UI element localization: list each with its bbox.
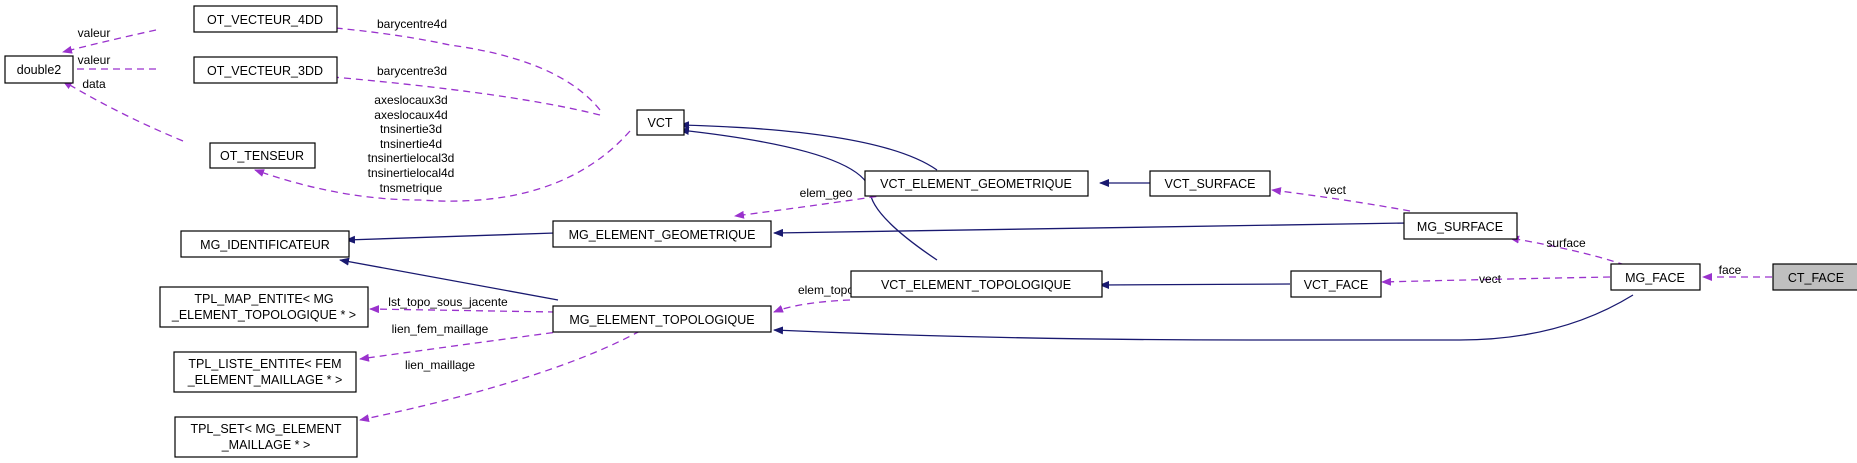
- edge-label-tenseur-line: tnsmetrique: [380, 181, 443, 195]
- node-label: _ELEMENT_MAILLAGE * >: [187, 373, 343, 387]
- edge-label-barycentre4d: barycentre4d: [377, 17, 447, 31]
- node-tpl-map-entite[interactable]: TPL_MAP_ENTITE< MG _ELEMENT_TOPOLOGIQUE *…: [159, 286, 369, 328]
- edges: [62, 20, 1772, 423]
- edge-label-tenseur-line: tnsinertie4d: [380, 137, 442, 151]
- edge-label-lien-maillage: lien_maillage: [405, 358, 475, 372]
- edge-label-vect-surface: vect: [1324, 183, 1347, 197]
- edge-data: [62, 80, 184, 142]
- node-label: OT_VECTEUR_4DD: [207, 13, 323, 27]
- node-ot-vecteur-4dd[interactable]: OT_VECTEUR_4DD: [193, 5, 338, 33]
- edge-label-elem-topo: elem_topo: [798, 283, 854, 297]
- edge-tenseur: [254, 130, 631, 202]
- node-ot-tenseur[interactable]: OT_TENSEUR: [209, 142, 316, 169]
- edge-label-data: data: [82, 77, 106, 91]
- node-vct-element-topologique[interactable]: VCT_ELEMENT_TOPOLOGIQUE: [850, 270, 1103, 298]
- node-label: CT_FACE: [1788, 271, 1844, 285]
- node-mg-element-topologique[interactable]: MG_ELEMENT_TOPOLOGIQUE: [552, 305, 772, 333]
- edge-barycentre4d: [284, 20, 601, 111]
- node-tpl-set[interactable]: TPL_SET< MG_ELEMENT _MAILLAGE * >: [174, 416, 358, 458]
- edge-lien-fem: [359, 330, 566, 362]
- node-label: _MAILLAGE * >: [221, 438, 311, 452]
- node-ot-vecteur-3dd[interactable]: OT_VECTEUR_3DD: [193, 56, 338, 84]
- edge-vect-surface: [1271, 187, 1411, 212]
- node-ct-face[interactable]: CT_FACE: [1772, 263, 1857, 291]
- edge-label-tenseur-list: axeslocaux3d axeslocaux4d tnsinertie3d t…: [368, 93, 455, 195]
- node-label: MG_ELEMENT_GEOMETRIQUE: [569, 228, 756, 242]
- edge-label-valeur-3dd: valeur: [78, 53, 111, 67]
- edge-label-tenseur-line: axeslocaux3d: [374, 93, 447, 107]
- node-label: VCT_FACE: [1304, 278, 1369, 292]
- edge-vct-elemgeo-vct: [679, 121, 938, 171]
- node-label: MG_ELEMENT_TOPOLOGIQUE: [569, 313, 754, 327]
- nodes: double2 OT_VECTEUR_4DD OT_VECTEUR_3DD OT…: [4, 5, 1857, 458]
- node-label: VCT_ELEMENT_TOPOLOGIQUE: [881, 278, 1071, 292]
- edge-label-tenseur-line: tnsinertielocal3d: [368, 151, 455, 165]
- edge-mgelemgeo-mgid: [345, 232, 556, 244]
- node-label: _ELEMENT_TOPOLOGIQUE * >: [171, 308, 356, 322]
- edge-labels: valeur valeur data barycentre4d barycent…: [78, 17, 1742, 372]
- edge-label-lst-topo: lst_topo_sous_jacente: [388, 295, 508, 309]
- edge-mgsurface-mgelemgeo: [773, 222, 1409, 237]
- node-label: OT_TENSEUR: [220, 149, 304, 163]
- node-tpl-liste-entite[interactable]: TPL_LISTE_ENTITE< FEM _ELEMENT_MAILLAGE *…: [173, 351, 357, 393]
- edge-label-face: face: [1719, 263, 1742, 277]
- node-mg-face[interactable]: MG_FACE: [1610, 263, 1701, 291]
- node-mg-element-geometrique[interactable]: MG_ELEMENT_GEOMETRIQUE: [552, 220, 772, 248]
- node-label: OT_VECTEUR_3DD: [207, 64, 323, 78]
- edge-label-vect-face: vect: [1479, 272, 1502, 286]
- edge-vect-face: [1381, 276, 1611, 286]
- edge-label-tenseur-line: tnsinertielocal4d: [368, 166, 455, 180]
- node-label: TPL_MAP_ENTITE< MG: [194, 292, 333, 306]
- edge-label-tenseur-line: axeslocaux4d: [374, 108, 447, 122]
- node-label: VCT: [648, 116, 673, 130]
- node-double2[interactable]: double2: [4, 55, 74, 84]
- edge-label-lien-fem: lien_fem_maillage: [392, 322, 489, 336]
- node-mg-identificateur[interactable]: MG_IDENTIFICATEUR: [180, 230, 350, 258]
- node-label: MG_SURFACE: [1417, 220, 1503, 234]
- edge-elem-topo: [773, 299, 851, 313]
- node-vct[interactable]: VCT: [636, 109, 685, 136]
- edge-label-valeur-4dd: valeur: [78, 26, 111, 40]
- edge-label-surface: surface: [1546, 236, 1586, 250]
- node-label: VCT_SURFACE: [1165, 177, 1256, 191]
- node-mg-surface[interactable]: MG_SURFACE: [1403, 212, 1518, 240]
- edge-mgface-mgelemtopo: [773, 294, 1634, 341]
- edge-surface: [1509, 235, 1626, 266]
- node-label: MG_FACE: [1625, 271, 1685, 285]
- edge-valeur-4dd: [62, 29, 157, 54]
- node-label: TPL_LISTE_ENTITE< FEM: [188, 357, 341, 371]
- node-vct-element-geometrique[interactable]: VCT_ELEMENT_GEOMETRIQUE: [864, 170, 1089, 197]
- edge-vctface-vctelemtopo: [1099, 280, 1291, 289]
- edge-label-tenseur-line: tnsinertie3d: [380, 122, 442, 136]
- node-label: double2: [17, 63, 62, 77]
- edge-label-elem-geo: elem_geo: [800, 186, 853, 200]
- node-vct-face[interactable]: VCT_FACE: [1290, 270, 1382, 298]
- edge-label-barycentre3d: barycentre3d: [377, 64, 447, 78]
- node-label: VCT_ELEMENT_GEOMETRIQUE: [880, 177, 1072, 191]
- edge-lien-maillage: [359, 330, 641, 423]
- edge-mgelemtopo-mgid: [339, 257, 559, 301]
- node-vct-surface[interactable]: VCT_SURFACE: [1149, 170, 1271, 197]
- node-label: TPL_SET< MG_ELEMENT: [190, 422, 341, 436]
- node-label: MG_IDENTIFICATEUR: [200, 238, 330, 252]
- edge-barycentre3d: [284, 69, 601, 116]
- edge-lst-topo: [369, 305, 556, 314]
